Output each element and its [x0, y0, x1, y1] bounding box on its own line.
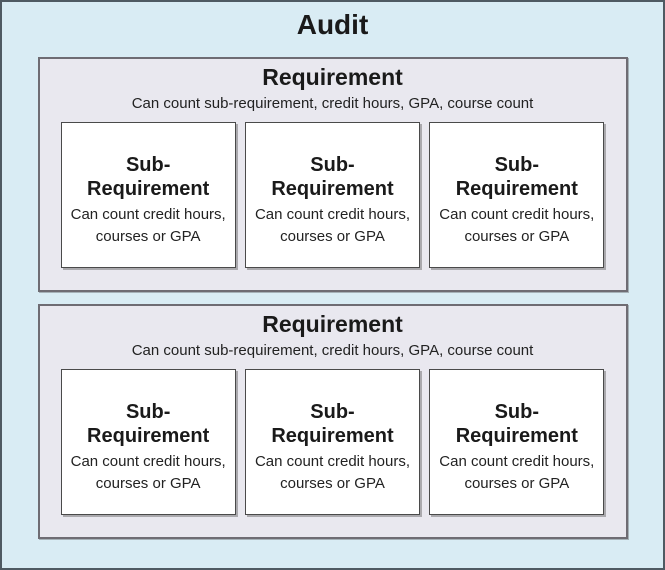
- sub-requirement-description: Can count credit hours, courses or GPA: [254, 206, 411, 245]
- sub-requirement-title: Sub-Requirement: [87, 401, 210, 448]
- sub-requirement-description: Can count credit hours, courses or GPA: [70, 206, 226, 245]
- audit-title: Audit: [296, 9, 369, 40]
- requirement-title: Requirement: [262, 311, 403, 337]
- sub-requirement-description: Can count credit hours, courses or GPA: [439, 206, 595, 245]
- sub-requirement-title: Sub-Requirement: [455, 401, 578, 448]
- sub-requirement-title: Sub-Requirement: [271, 154, 394, 201]
- sub-requirement-box: Sub-Requirement Can count credit hours, …: [60, 122, 236, 269]
- requirement-title: Requirement: [262, 64, 403, 90]
- sub-requirement-box: Sub-Requirement Can count credit hours, …: [244, 369, 421, 516]
- sub-requirement-title: Sub-Requirement: [455, 154, 578, 201]
- requirement-box: Requirement Can count sub-requirement, c…: [37, 57, 628, 292]
- sub-requirement-description: Can count credit hours, courses or GPA: [254, 453, 411, 492]
- sub-requirement-row: Sub-Requirement Can count credit hours, …: [40, 369, 626, 516]
- sub-requirement-title: Sub-Requirement: [87, 154, 210, 201]
- requirement-subtitle: Can count sub-requirement, credit hours,…: [131, 94, 534, 112]
- sub-requirement-box: Sub-Requirement Can count credit hours, …: [429, 369, 605, 516]
- sub-requirement-box: Sub-Requirement Can count credit hours, …: [429, 122, 605, 269]
- requirement-subtitle: Can count sub-requirement, credit hours,…: [131, 341, 534, 359]
- sub-requirement-box: Sub-Requirement Can count credit hours, …: [244, 122, 421, 269]
- sub-requirement-description: Can count credit hours, courses or GPA: [439, 453, 595, 492]
- sub-requirement-box: Sub-Requirement Can count credit hours, …: [60, 369, 236, 516]
- requirement-box: Requirement Can count sub-requirement, c…: [37, 304, 628, 539]
- sub-requirement-row: Sub-Requirement Can count credit hours, …: [40, 122, 626, 269]
- sub-requirement-title: Sub-Requirement: [271, 401, 394, 448]
- sub-requirement-description: Can count credit hours, courses or GPA: [70, 453, 226, 492]
